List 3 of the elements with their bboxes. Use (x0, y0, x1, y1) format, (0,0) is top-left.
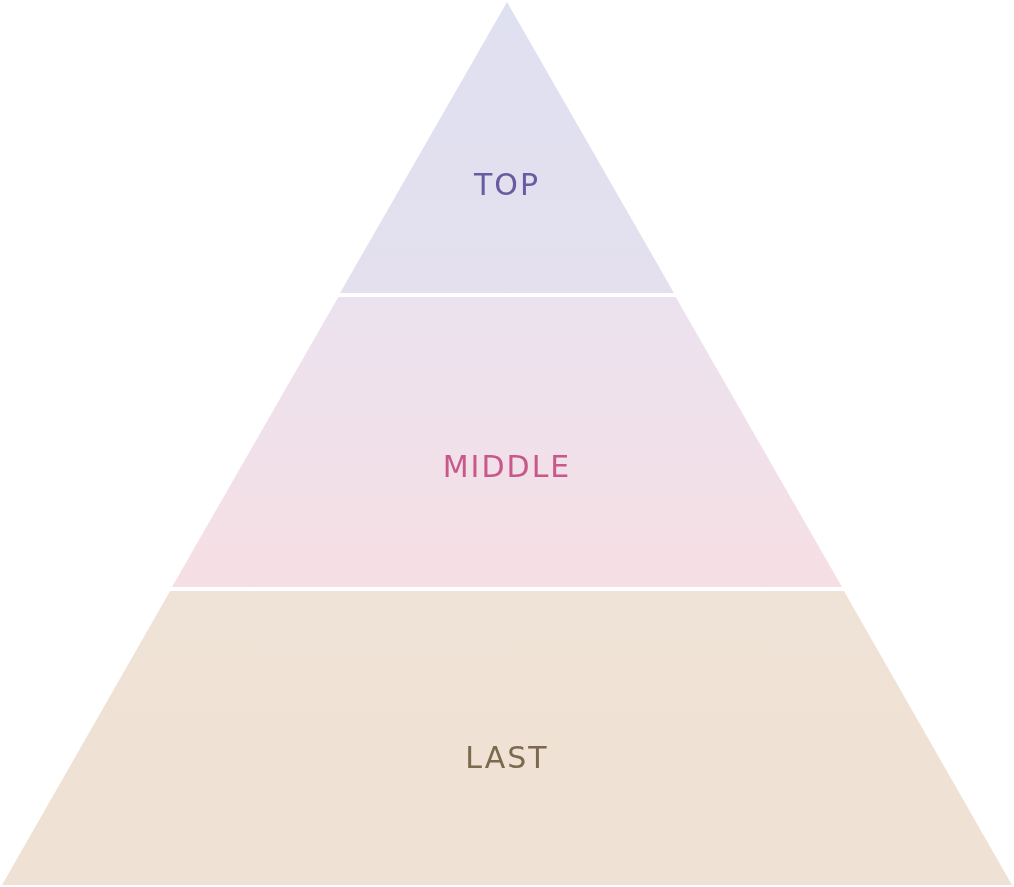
tier-label: TOP (474, 167, 540, 203)
tier-label: MIDDLE (442, 449, 572, 485)
tier-label: LAST (465, 740, 549, 776)
